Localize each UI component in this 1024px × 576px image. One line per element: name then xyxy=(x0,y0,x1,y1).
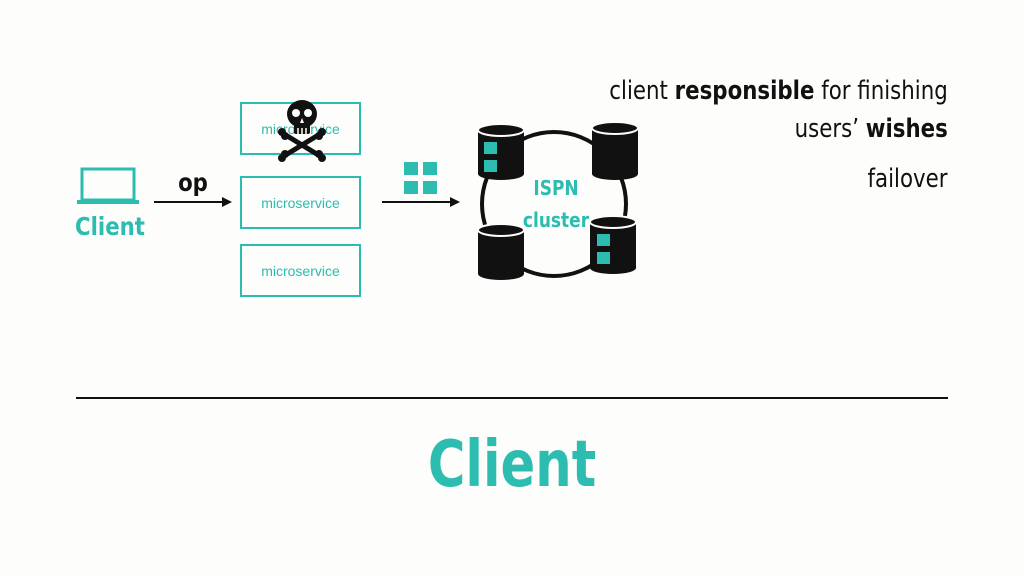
cluster-label-line1: ISPN xyxy=(533,176,579,200)
database-icon xyxy=(591,121,639,180)
note-failover: failover xyxy=(868,164,948,194)
database-icon xyxy=(589,215,637,274)
microservice-box: microservice xyxy=(240,244,361,297)
slide-title: Client xyxy=(427,428,597,502)
laptop-icon xyxy=(77,167,139,204)
microservice-label: microservice xyxy=(261,262,340,279)
ispn-cluster xyxy=(477,121,639,280)
op-arrow xyxy=(154,197,232,207)
note-client-responsible: client responsible for finishing xyxy=(609,76,948,106)
divider xyxy=(76,397,948,399)
data-blocks-icon xyxy=(404,162,437,194)
note-users-wishes: users’ wishes xyxy=(794,114,948,144)
skull-crossbones-icon xyxy=(278,100,326,162)
client-label: Client xyxy=(75,212,145,241)
microservice-box: microservice xyxy=(240,176,361,229)
microservice-label: microservice xyxy=(261,194,340,211)
cluster-arrow xyxy=(382,197,460,207)
database-icon xyxy=(477,123,525,180)
cluster-label-line2: cluster xyxy=(522,208,590,232)
database-icon xyxy=(477,223,525,280)
op-label: op xyxy=(178,168,208,197)
